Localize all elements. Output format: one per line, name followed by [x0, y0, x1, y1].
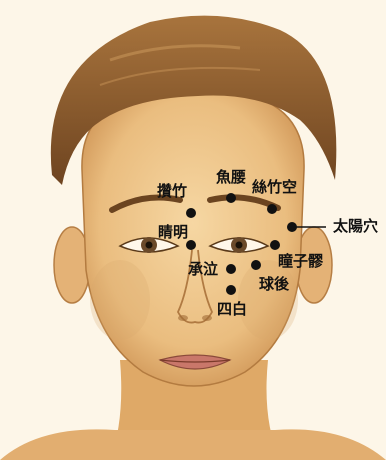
- label-tongziliao: 瞳子髎: [278, 254, 323, 269]
- sizhukong-point: [267, 204, 277, 214]
- jingming-point: [186, 240, 196, 250]
- label-jingming: 睛明: [158, 225, 188, 240]
- yuyao-point: [226, 193, 236, 203]
- face: [82, 90, 304, 386]
- label-cuanzhu: 攢竹: [157, 184, 187, 199]
- label-chengqi: 承泣: [188, 262, 218, 277]
- label-sizhukong: 絲竹空: [252, 180, 297, 195]
- label-taiyang: 太陽穴: [333, 219, 378, 234]
- label-qiuhou: 球後: [259, 277, 289, 292]
- taiyang-point: [287, 222, 297, 232]
- shoulders: [0, 429, 386, 460]
- label-yuyao: 魚腰: [216, 170, 246, 185]
- sibai-point: [226, 285, 236, 295]
- chengqi-point: [226, 264, 236, 274]
- tongziliao-point: [270, 240, 280, 250]
- label-sibai: 四白: [217, 302, 247, 317]
- cuanzhu-point: [186, 208, 196, 218]
- qiuhou-point: [251, 260, 261, 270]
